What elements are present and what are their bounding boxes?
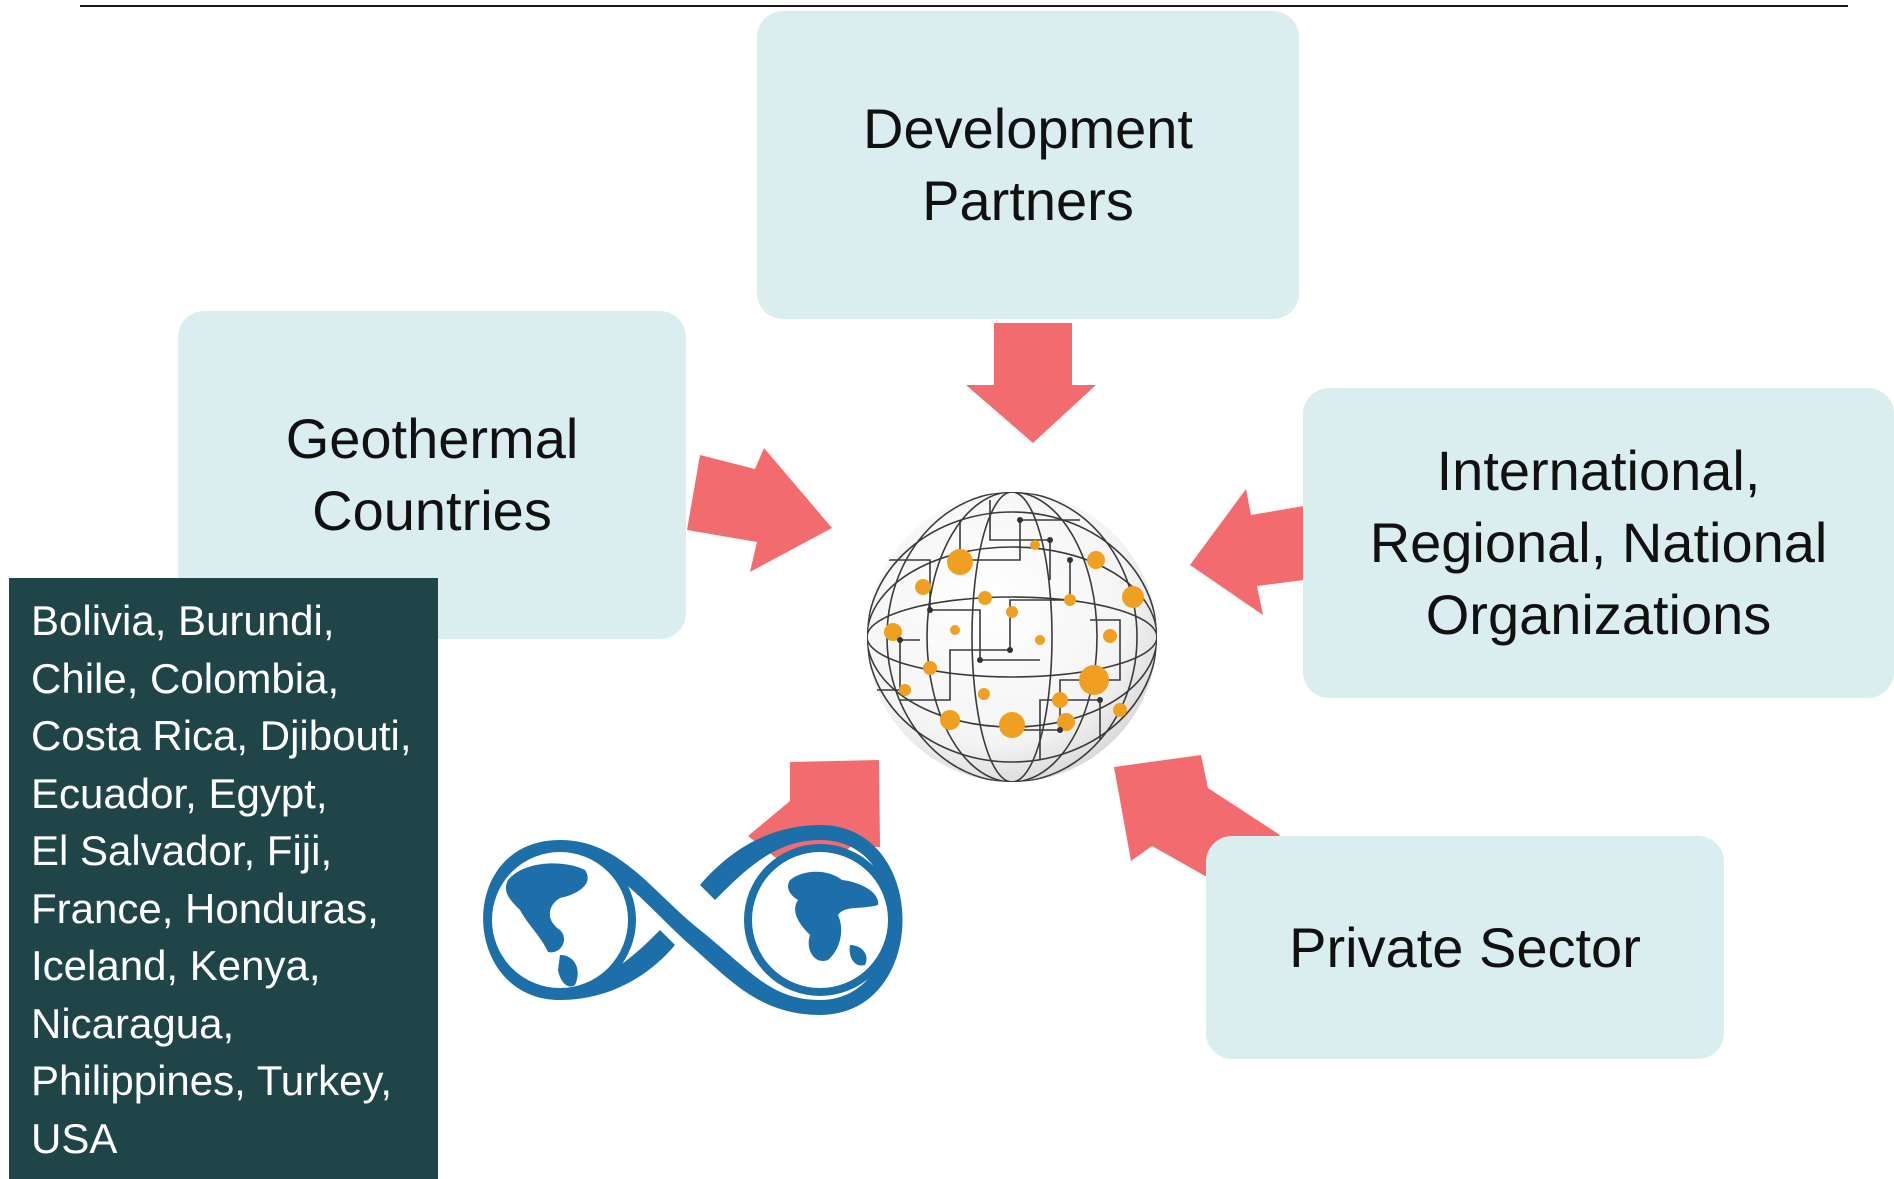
international-organizations-box: International, Regional, National Organi… [1303, 388, 1894, 698]
development-partners-box: Development Partners [757, 11, 1299, 319]
development-partners-label: Development Partners [863, 97, 1193, 232]
international-organizations-label: International, Regional, National Organi… [1369, 439, 1828, 646]
geothermal-countries-label: Geothermal Countries [285, 407, 579, 542]
arrow-from-geothermal [687, 448, 832, 572]
private-sector-label: Private Sector [1289, 915, 1641, 979]
arrow-from-international [1190, 489, 1304, 615]
country-list-panel: Bolivia, Burundi, Chile, Colombia, Costa… [9, 578, 438, 1179]
private-sector-box: Private Sector [1206, 836, 1724, 1059]
arrow-down [966, 323, 1096, 443]
arrow-from-logo [748, 760, 880, 880]
country-list-text: Bolivia, Burundi, Chile, Colombia, Costa… [31, 597, 412, 1162]
top-divider-line [80, 5, 1848, 7]
